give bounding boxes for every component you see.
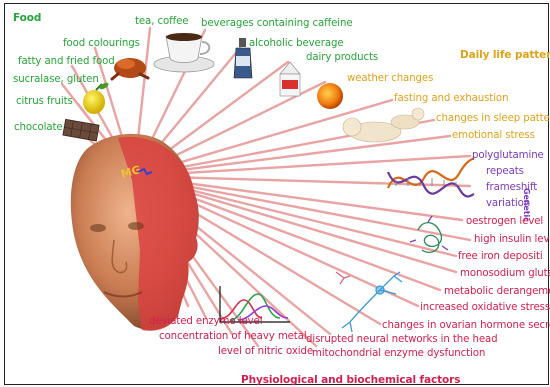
label-tea-coffee: tea, coffee <box>135 16 188 28</box>
label-chocolate: chocolate <box>14 122 63 134</box>
label-caffeine: beverages containing caffeine <box>201 18 353 30</box>
heading-daily-life: Daily life pattern <box>460 49 550 61</box>
label-sucralose: sucralase, gluten <box>13 74 99 86</box>
label-iron: free iron depositi <box>458 251 543 263</box>
label-enzyme: deviated enzyme level <box>149 316 262 328</box>
heading-physiological: Physiological and biochemical factors <box>241 374 460 386</box>
lemon-icon <box>83 81 110 114</box>
label-oxidative: increased oxidative stress <box>420 302 550 314</box>
label-weather: weather changes <box>347 73 433 85</box>
label-dairy: dairy products <box>306 52 378 64</box>
label-ovarian: changes in ovarian hormone secretion <box>382 320 550 332</box>
dna-icon <box>388 158 474 197</box>
label-fasting: fasting and exhaustion <box>394 93 508 105</box>
sleeping-baby-icon <box>343 108 424 142</box>
label-oestrogen: oestrogen level <box>466 216 543 228</box>
label-neural: disrupted neural networks in the head <box>306 334 498 346</box>
label-emotional: emotional stress <box>452 130 535 142</box>
label-polyglutamine: polyglutamine <box>472 150 544 162</box>
label-repeats: repeats <box>486 166 524 178</box>
label-citrus: citrus fruits <box>16 96 73 108</box>
label-metabolic: metabolic derangement <box>444 286 550 298</box>
teacup-icon <box>154 33 214 72</box>
label-nitric: level of nitric oxide <box>218 346 313 358</box>
label-food-colourings: food colourings <box>63 38 140 50</box>
roast-chicken-icon <box>112 58 148 79</box>
label-insulin: high insulin level <box>474 234 550 246</box>
label-sleep: changes in sleep pattern <box>436 113 550 125</box>
heading-food: Food <box>13 12 41 24</box>
label-alcohol: alcoholic beverage <box>249 38 344 50</box>
label-fatty-food: fatty and fried food <box>18 56 115 68</box>
sun-icon <box>317 83 343 109</box>
label-mito: mitochondrial enzyme dysfunction <box>312 348 485 360</box>
label-msg: monosodium glutama <box>460 268 550 280</box>
label-heavy-metal: concentration of heavy metal <box>159 331 307 343</box>
